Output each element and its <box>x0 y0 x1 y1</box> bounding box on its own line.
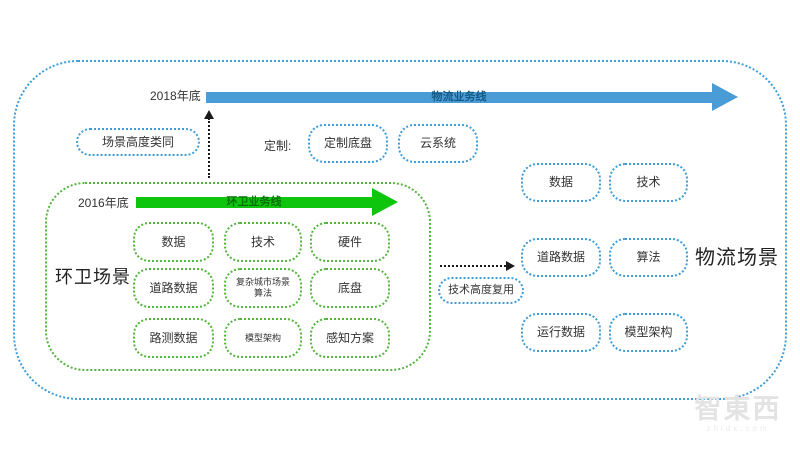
sanitation-road-data-box: 道路数据 <box>133 268 214 308</box>
logistics-road-data-box: 道路数据 <box>521 238 601 277</box>
scene-similarity-pill: 场景高度类同 <box>76 128 200 156</box>
logistics-scene-title: 物流场景 <box>695 247 779 269</box>
logistics-scene-container <box>13 60 787 400</box>
watermark-brand: 智東西 <box>694 394 782 424</box>
logistics-algo-box: 算法 <box>609 238 688 277</box>
sanitation-tech-box: 技术 <box>224 222 302 262</box>
cloud-system-box: 云系统 <box>398 124 478 163</box>
sanitation-complex-algo-label: 复杂城市场景算法 <box>235 277 290 298</box>
tech-reuse-pill: 技术高度复用 <box>438 277 524 304</box>
right-arrowhead-icon <box>506 261 515 271</box>
sanitation-complex-algo-box: 复杂城市场景算法 <box>224 268 302 308</box>
logistics-arrowhead-icon <box>712 83 738 111</box>
logistics-arrow-label: 物流业务线 <box>431 91 487 103</box>
sanitation-arrowhead-icon <box>372 188 398 216</box>
logistics-operation-data-box: 运行数据 <box>521 313 601 352</box>
sanitation-scene-title: 环卫场景 <box>55 267 131 287</box>
logistics-timeline-arrow: 物流业务线 <box>206 92 712 103</box>
sanitation-hardware-box: 硬件 <box>310 222 390 262</box>
sanitation-perception-box: 感知方案 <box>310 318 390 358</box>
year-2016-label: 2016年底 <box>78 196 129 210</box>
up-arrowhead-icon <box>204 110 214 119</box>
custom-chassis-box: 定制底盘 <box>308 124 388 163</box>
up-dotted-connector <box>208 118 210 178</box>
sanitation-arrow-label: 环卫业务线 <box>226 196 282 208</box>
sanitation-chassis-box: 底盘 <box>310 268 390 308</box>
year-2018-label: 2018年底 <box>150 89 201 103</box>
sanitation-data-box: 数据 <box>133 222 214 262</box>
sanitation-timeline-arrow: 环卫业务线 <box>136 197 372 208</box>
logistics-model-arch-box: 模型架构 <box>609 313 688 352</box>
sanitation-model-arch-box: 模型架构 <box>224 318 302 358</box>
logistics-data-box: 数据 <box>521 163 601 202</box>
reuse-dotted-connector <box>440 265 506 267</box>
sanitation-roadtest-data-box: 路测数据 <box>133 318 214 358</box>
custom-prefix-label: 定制: <box>264 139 292 153</box>
watermark: 智東西 zhidx.com <box>686 394 790 434</box>
logistics-tech-box: 技术 <box>609 163 688 202</box>
sanitation-scene-container <box>45 182 431 371</box>
watermark-domain: zhidx.com <box>706 424 770 433</box>
